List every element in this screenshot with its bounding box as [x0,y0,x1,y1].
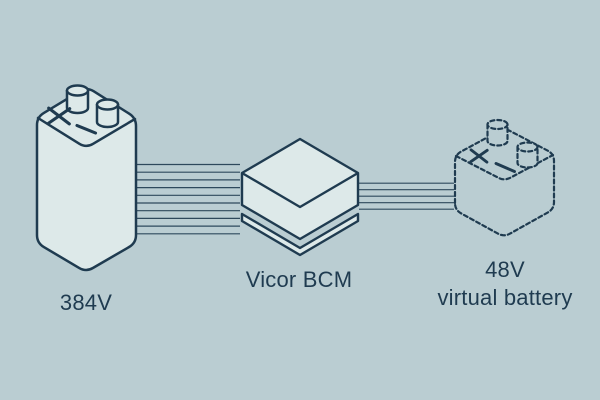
virtual-battery-label-line2: virtual battery [437,285,572,310]
minus-mark-icon [494,162,516,173]
source-battery-label: 384V [60,290,112,315]
battery-384v-icon [35,84,138,272]
virtual-terminal-rear [486,123,509,147]
virtual-battery-body [453,128,556,237]
virtual-terminal-front-top [516,141,539,153]
virtual-battery-icon [453,118,556,237]
plus-mark-icon [46,106,72,126]
battery-terminal-front-top [95,98,120,111]
virtual-battery-top-face-edge [454,153,555,181]
virtual-terminal-front [516,145,539,169]
virtual-terminal-rear-top [486,118,509,131]
virtual-battery-label-line1: 48V [485,257,525,282]
bcm-top-face-edge [241,171,359,209]
bcm-base-plate [240,212,360,257]
battery-body [35,87,138,272]
bcm-module-icon [240,137,360,257]
converter-label: Vicor BCM [246,267,353,292]
plus-mark-icon [469,148,489,164]
minus-mark-icon [75,123,98,135]
lv-bus-lines [359,182,454,210]
battery-terminal-rear-top [65,84,90,97]
battery-top-face-edge [36,116,137,148]
hv-bus-lines [130,163,240,235]
